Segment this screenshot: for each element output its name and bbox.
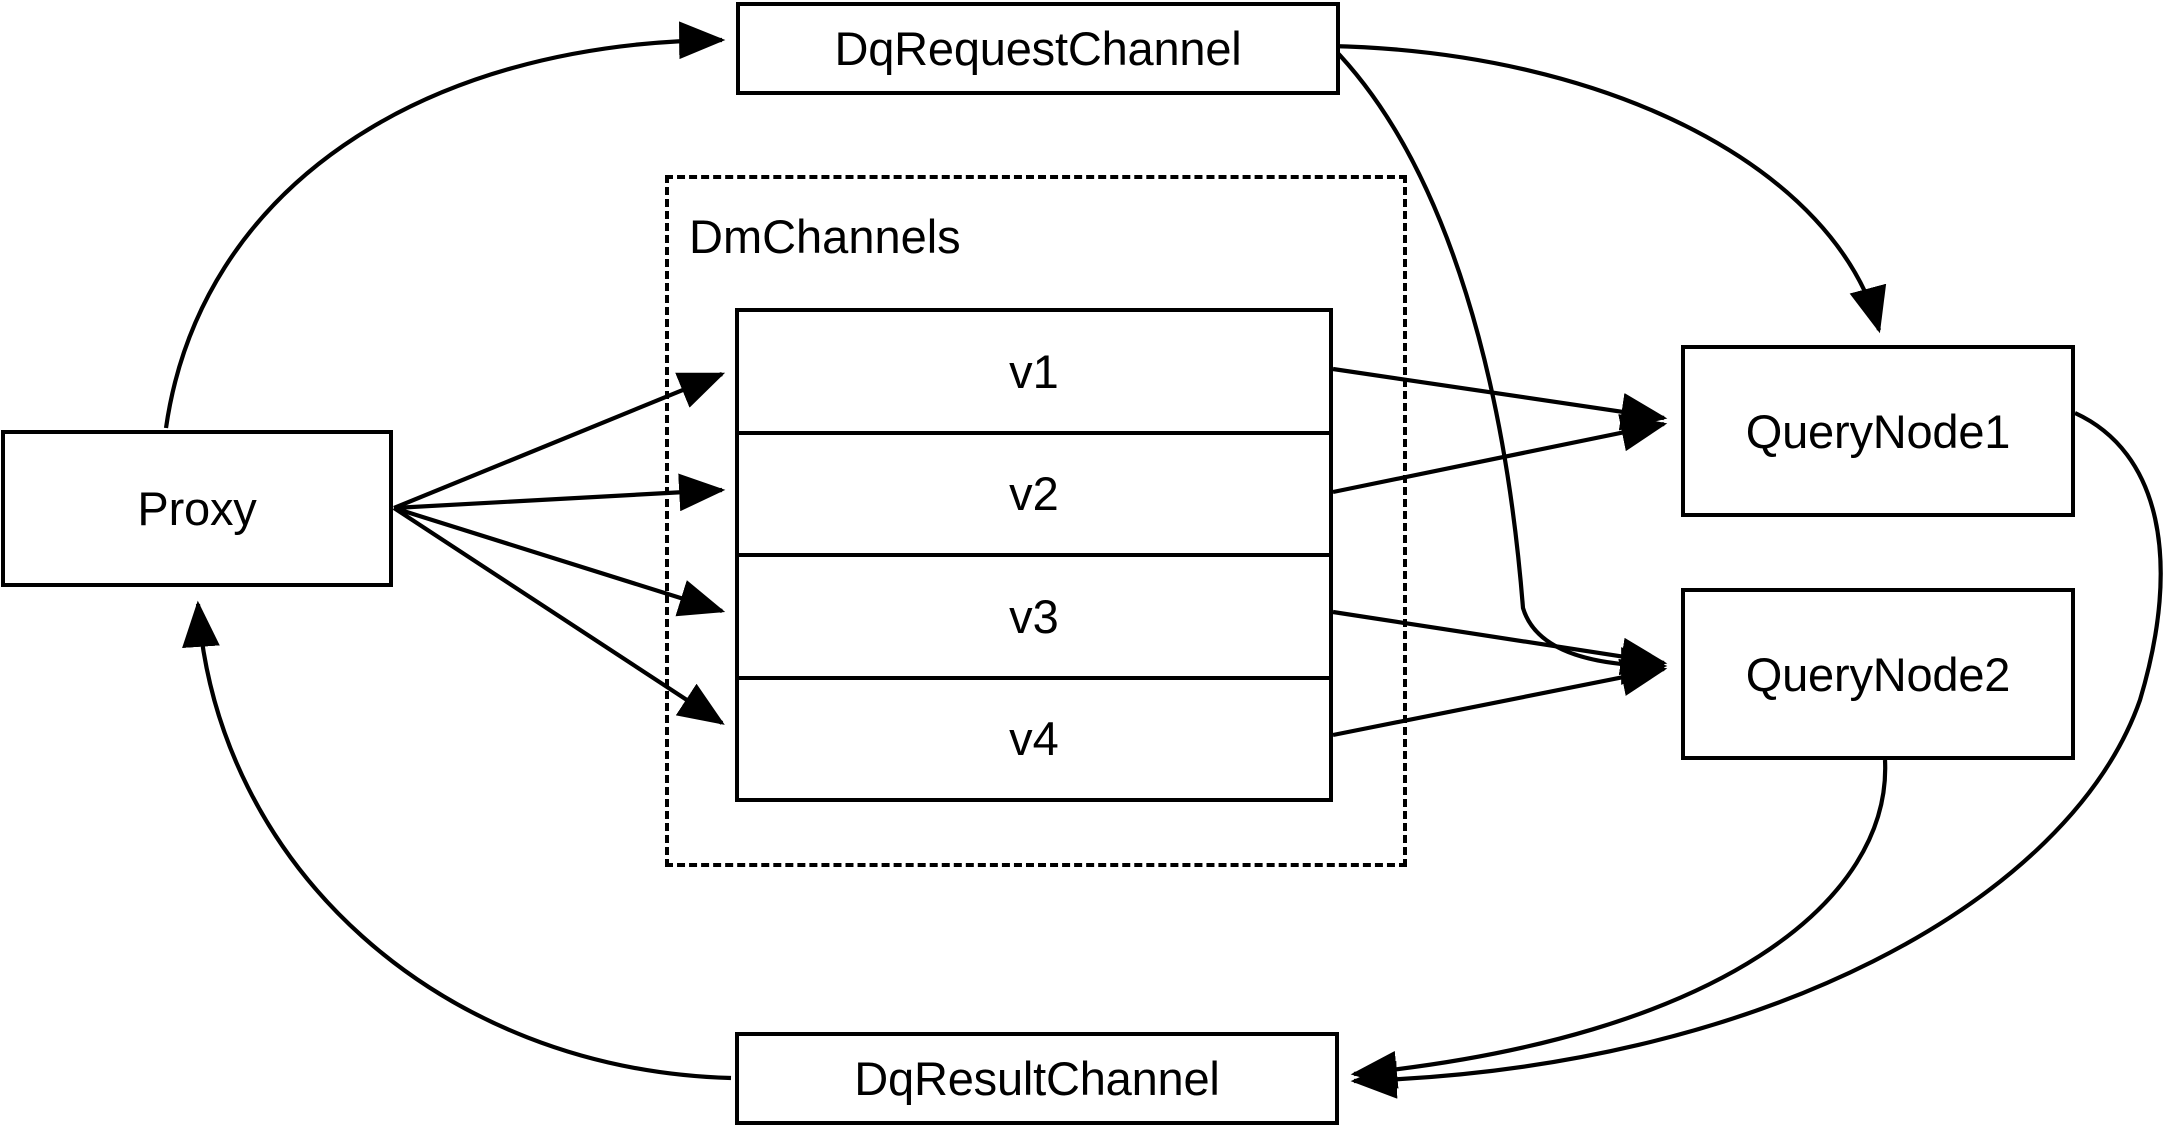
- node-query-node-1[interactable]: QueryNode1: [1681, 345, 2075, 517]
- edge-v4-to-querynode2: [1332, 658, 1668, 738]
- node-proxy[interactable]: Proxy: [1, 430, 393, 587]
- dm-channel-cell-v1[interactable]: v1: [739, 312, 1329, 435]
- node-query-node-1-label: QueryNode1: [1745, 404, 2011, 458]
- edge-v3-to-querynode2: [1332, 609, 1668, 676]
- node-query-node-2[interactable]: QueryNode2: [1681, 588, 2075, 760]
- dm-channel-label-v3: v3: [1009, 589, 1059, 643]
- edge-dqresultchannel-to-proxy: [182, 600, 732, 1081]
- node-proxy-label: Proxy: [137, 482, 257, 535]
- node-dq-request-channel[interactable]: DqRequestChannel: [736, 2, 1340, 95]
- group-dm-channels-label: DmChannels: [689, 210, 961, 263]
- dm-channel-label-v2: v2: [1009, 467, 1059, 521]
- dm-channel-cell-v4[interactable]: v4: [739, 680, 1329, 799]
- edge-v2-to-querynode1: [1332, 414, 1668, 495]
- edge-dqrequestchannel-to-querynode1: [1329, 43, 1887, 334]
- dm-channel-stack: v1 v2 v3 v4: [735, 308, 1333, 802]
- node-query-node-2-label: QueryNode2: [1745, 647, 2011, 701]
- dm-channel-cell-v3[interactable]: v3: [739, 557, 1329, 680]
- edge-dqrequestchannel-to-querynode2: [1330, 45, 1668, 685]
- node-dq-result-channel-label: DqResultChannel: [854, 1052, 1220, 1105]
- edge-v1-to-querynode1: [1332, 366, 1668, 431]
- dm-channel-label-v1: v1: [1009, 344, 1059, 398]
- group-dm-channels: [665, 175, 1407, 867]
- dm-channel-cell-v2[interactable]: v2: [739, 435, 1329, 557]
- node-dq-result-channel[interactable]: DqResultChannel: [735, 1032, 1339, 1125]
- edge-proxy-to-dqrequestchannel: [163, 21, 726, 429]
- edge-querynode2-to-dqresultchannel: [1350, 759, 1888, 1089]
- edge-querynode1-to-dqresultchannel: [1350, 411, 2163, 1099]
- dm-channel-label-v4: v4: [1009, 712, 1059, 766]
- node-dq-request-channel-label: DqRequestChannel: [834, 22, 1242, 75]
